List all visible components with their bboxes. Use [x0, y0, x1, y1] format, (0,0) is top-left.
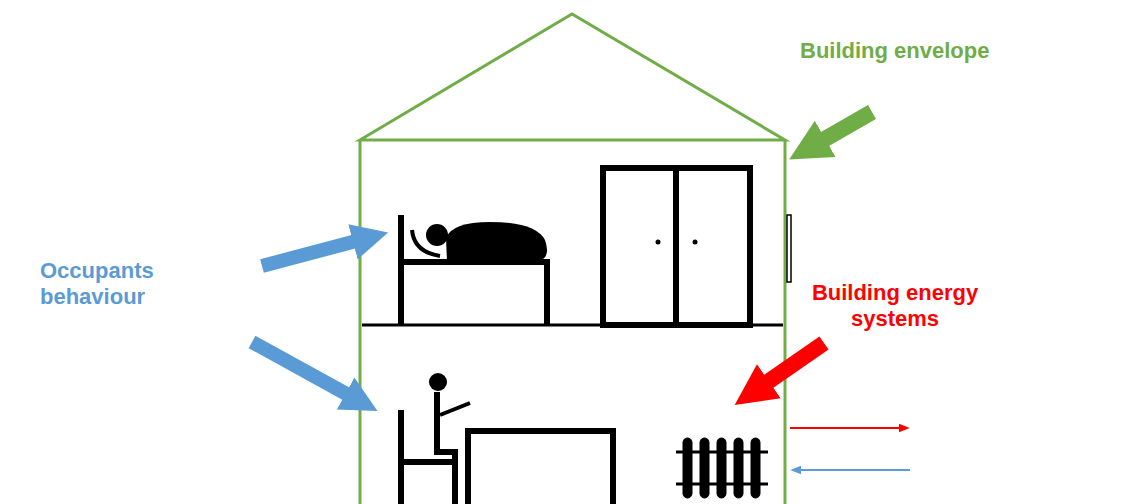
pointer-arrow: [262, 240, 360, 266]
supply-flow-arrow: [790, 427, 900, 429]
building-envelope: [360, 14, 785, 504]
wardrobe-knob: [656, 240, 661, 245]
sleeper-head: [426, 224, 448, 246]
bed-with-sleeper: [401, 215, 550, 325]
person-head: [429, 373, 447, 391]
return-flow-arrow: [800, 469, 910, 471]
pointer-arrow: [252, 342, 352, 397]
table: [465, 431, 616, 504]
wardrobe-knob: [693, 240, 698, 245]
occupants-label: Occupants behaviour: [40, 258, 260, 310]
window-edge: [787, 215, 791, 282]
pointer-arrow: [818, 112, 872, 143]
sleeper-body: [446, 222, 547, 262]
energy-systems-label: Building energy systems: [800, 280, 990, 332]
seated-person: [401, 392, 470, 504]
envelope-label: Building envelope: [800, 38, 1100, 64]
pointer-arrow: [762, 343, 824, 386]
wardrobe: [603, 168, 750, 325]
radiator-symbol: [676, 438, 768, 498]
